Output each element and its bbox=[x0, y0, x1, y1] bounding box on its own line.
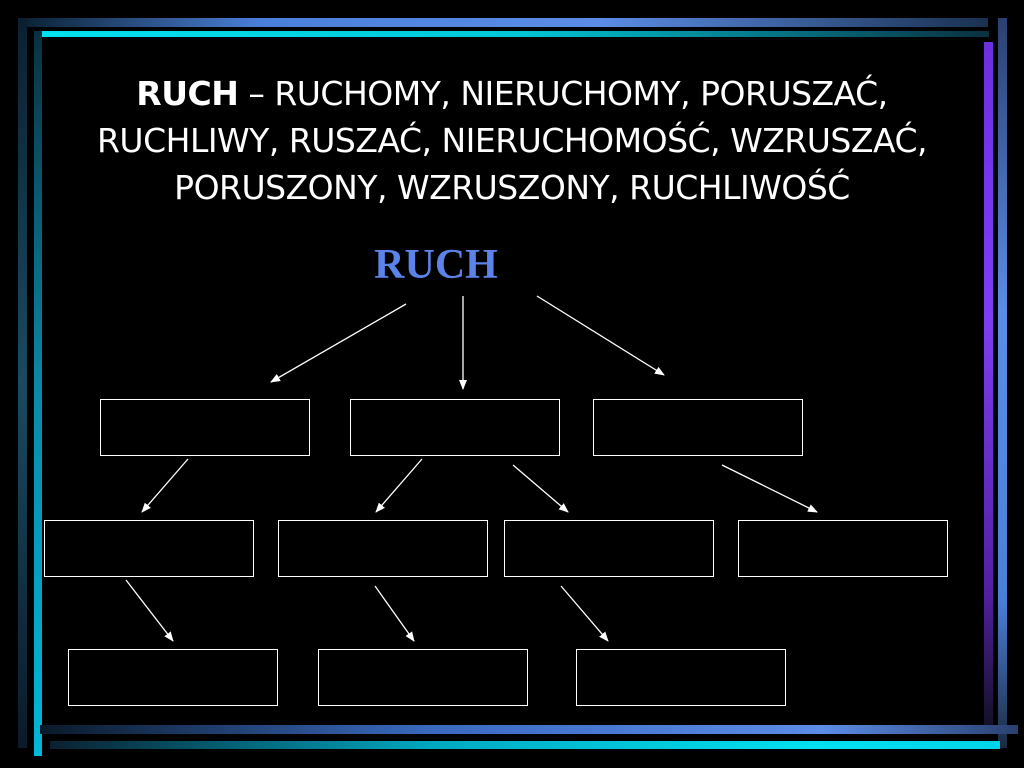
title-key-word: RUCH bbox=[136, 74, 239, 113]
arrow-l1c-to-l2d bbox=[721, 464, 818, 513]
slide-title: RUCH – RUCHOMY, NIERUCHOMY, PORUSZAĆ, RU… bbox=[50, 70, 974, 211]
root-word: RUCH bbox=[374, 242, 498, 288]
word-box-level2-3 bbox=[504, 520, 714, 577]
frame-left-inner-bar bbox=[34, 31, 42, 756]
word-box-level1-2 bbox=[350, 399, 560, 456]
frame-top-bar bbox=[18, 18, 988, 27]
word-box-level2-4 bbox=[738, 520, 948, 577]
frame-left-bar bbox=[18, 18, 27, 748]
frame-bottom-inner-bar bbox=[50, 741, 1000, 749]
arrow-root-to-l1-left bbox=[270, 303, 407, 383]
title-word-list: – RUCHOMY, NIERUCHOMY, PORUSZAĆ, RUCHLIW… bbox=[97, 74, 927, 207]
arrow-l2c-to-l3c bbox=[560, 585, 609, 642]
arrow-root-to-l1-right bbox=[536, 295, 665, 376]
word-box-level3-2 bbox=[318, 649, 528, 706]
frame-top-inner-bar bbox=[34, 31, 989, 37]
arrow-l1b-to-l2b bbox=[375, 458, 423, 513]
word-box-level3-1 bbox=[68, 649, 278, 706]
arrow-l1b-to-l2c bbox=[512, 464, 569, 513]
arrow-l2a-to-l3a bbox=[125, 579, 174, 642]
word-box-level3-3 bbox=[576, 649, 786, 706]
word-box-level1-3 bbox=[593, 399, 803, 456]
arrow-l2b-to-l3b bbox=[374, 585, 415, 642]
frame-right-inner-bar bbox=[984, 42, 993, 732]
frame-right-bar bbox=[998, 18, 1007, 748]
word-box-level2-1 bbox=[44, 520, 254, 577]
arrow-l1a-to-l2a bbox=[141, 458, 189, 513]
frame-bottom-bar bbox=[40, 725, 1018, 734]
word-box-level2-2 bbox=[278, 520, 488, 577]
word-box-level1-1 bbox=[100, 399, 310, 456]
